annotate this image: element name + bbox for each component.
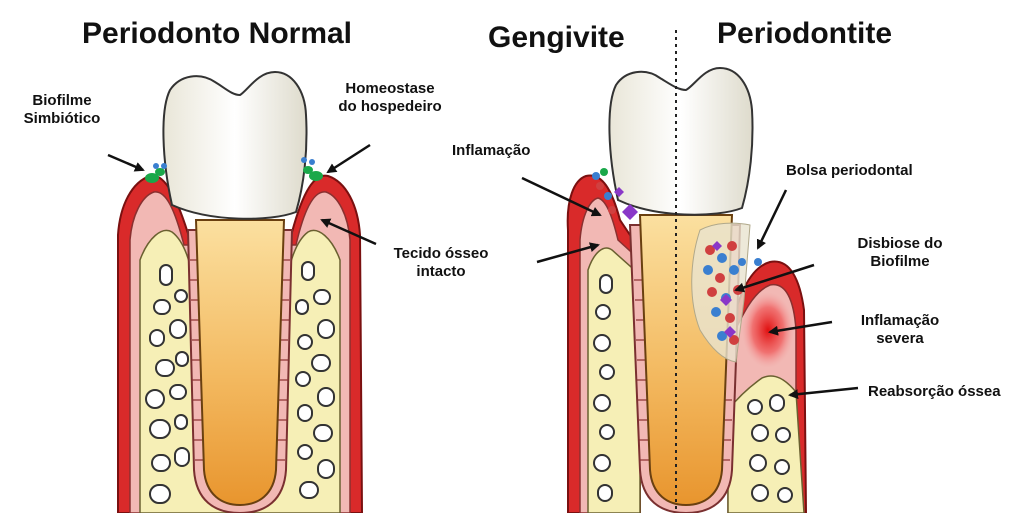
tooth-crown — [163, 72, 306, 219]
label-biofilm-dysbiosis: Disbiose do Biofilme — [840, 235, 960, 271]
title-gingivitis: Gengivite — [488, 20, 625, 56]
arrow-periodontal-pocket — [758, 190, 786, 248]
title-periodontitis: Periodontite — [717, 16, 892, 52]
arrow-host-homeostasis — [328, 145, 370, 172]
normal-tooth-illustration — [118, 72, 362, 513]
title-normal-periodontium: Periodonto Normal — [82, 16, 352, 52]
label-severe-inflammation: Inflamação severa — [840, 312, 960, 348]
label-periodontal-pocket: Bolsa periodontal — [786, 162, 913, 180]
tooth-crown-right — [609, 68, 752, 215]
label-intact-bone: Tecido ósseo intacto — [382, 245, 500, 281]
tooth-root — [196, 220, 284, 505]
disease-tooth-illustration — [568, 30, 806, 513]
label-biofilm-symbiotic: Biofilme Simbiótico — [12, 92, 112, 128]
label-host-homeostasis: Homeostase do hospedeiro — [320, 80, 460, 116]
label-bone-resorption: Reabsorção óssea — [868, 383, 1001, 401]
arrow-biofilm-symbiotic — [108, 155, 143, 170]
label-inflammation: Inflamação — [452, 142, 530, 160]
